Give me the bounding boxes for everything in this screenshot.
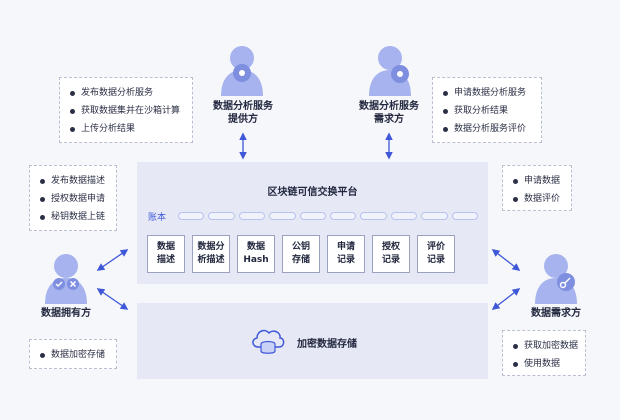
encrypted-storage: 加密数据存储 xyxy=(137,303,488,379)
demander-role-label: 数据分析服务 需求方 xyxy=(342,100,436,126)
ledger-label: 账本 xyxy=(148,213,167,223)
list-item: 使用数据 xyxy=(513,355,577,373)
provider-avatar xyxy=(218,44,266,96)
ledger-block: 数据 描述 xyxy=(147,235,185,273)
owner-storage-arrow xyxy=(96,288,129,310)
chain-link xyxy=(178,212,205,220)
list-item: 数据加密存储 xyxy=(40,346,108,364)
chain-link xyxy=(421,212,448,220)
list-item: 秘钥数据上链 xyxy=(40,208,108,226)
ledger-block: 数据分 析描述 xyxy=(192,235,230,273)
demander-box: 申请数据分析服务 获取分析结果 数据分析服务评价 xyxy=(432,77,542,143)
list-item: 授权数据申请 xyxy=(40,190,108,208)
consumer-role-label: 数据需求方 xyxy=(531,308,581,319)
list-item: 获取分析结果 xyxy=(443,102,533,120)
platform-title: 区块链可信交换平台 xyxy=(267,187,358,198)
provider-role-line2: 提供方 xyxy=(228,114,258,125)
ledger-block: 公钥 存储 xyxy=(282,235,320,273)
provider-role-label: 数据分析服务 提供方 xyxy=(196,100,290,126)
ledger-block: 数据 Hash xyxy=(237,235,275,273)
ledger-block: 申请 记录 xyxy=(327,235,365,273)
chain-link xyxy=(238,212,266,220)
chain-link xyxy=(360,212,387,220)
owner-platform-arrow xyxy=(96,249,129,271)
owner-bottom-box: 数据加密存储 xyxy=(29,339,117,369)
list-item: 获取加密数据 xyxy=(513,337,578,355)
list-item: 申请数据 xyxy=(513,172,563,190)
owner-role-label: 数据拥有方 xyxy=(41,308,91,319)
chain-link xyxy=(330,212,357,220)
chain-link xyxy=(269,212,296,220)
consumer-avatar xyxy=(532,252,580,304)
owner-top-box: 发布数据描述 授权数据申请 秘钥数据上链 xyxy=(29,165,117,231)
ledger-blocks: 数据 描述 数据分 析描述 数据 Hash 公钥 存储 申请 记录 授权 记录 … xyxy=(147,235,455,273)
list-item: 数据分析服务评价 xyxy=(443,120,533,138)
cloud-database-icon xyxy=(252,329,285,354)
provider-box: 发布数据分析服务 获取数据集并在沙箱计算 上传分析结果 xyxy=(59,77,193,143)
ledger-block: 授权 记录 xyxy=(372,235,410,273)
blockchain-platform: 区块链可信交换平台 账本 数据 描述 数据分 析描述 数据 Hash 公钥 存储… xyxy=(137,162,488,284)
list-item: 获取数据集并在沙箱计算 xyxy=(70,102,184,120)
consumer-top-box: 申请数据 数据评价 xyxy=(502,165,572,211)
list-item: 上传分析结果 xyxy=(70,120,184,138)
chain-link xyxy=(451,212,479,220)
owner-avatar xyxy=(42,252,90,304)
list-item: 发布数据描述 xyxy=(40,172,108,190)
consumer-storage-arrow xyxy=(491,288,521,310)
provider-role-line1: 数据分析服务 xyxy=(213,101,273,112)
chain-link xyxy=(390,212,418,220)
ledger-chain xyxy=(178,212,479,220)
chain-link xyxy=(299,212,327,220)
consumer-bottom-box: 获取加密数据 使用数据 xyxy=(502,330,586,376)
list-item: 发布数据分析服务 xyxy=(70,84,184,102)
ledger-block: 评价 记录 xyxy=(417,235,455,273)
demander-role-line2: 需求方 xyxy=(374,114,404,125)
demander-role-line1: 数据分析服务 xyxy=(359,101,419,112)
list-item: 申请数据分析服务 xyxy=(443,84,533,102)
list-item: 数据评价 xyxy=(513,190,563,208)
demander-avatar xyxy=(366,44,414,96)
storage-label: 加密数据存储 xyxy=(297,339,357,350)
consumer-platform-arrow xyxy=(491,249,521,271)
chain-link xyxy=(208,212,235,220)
